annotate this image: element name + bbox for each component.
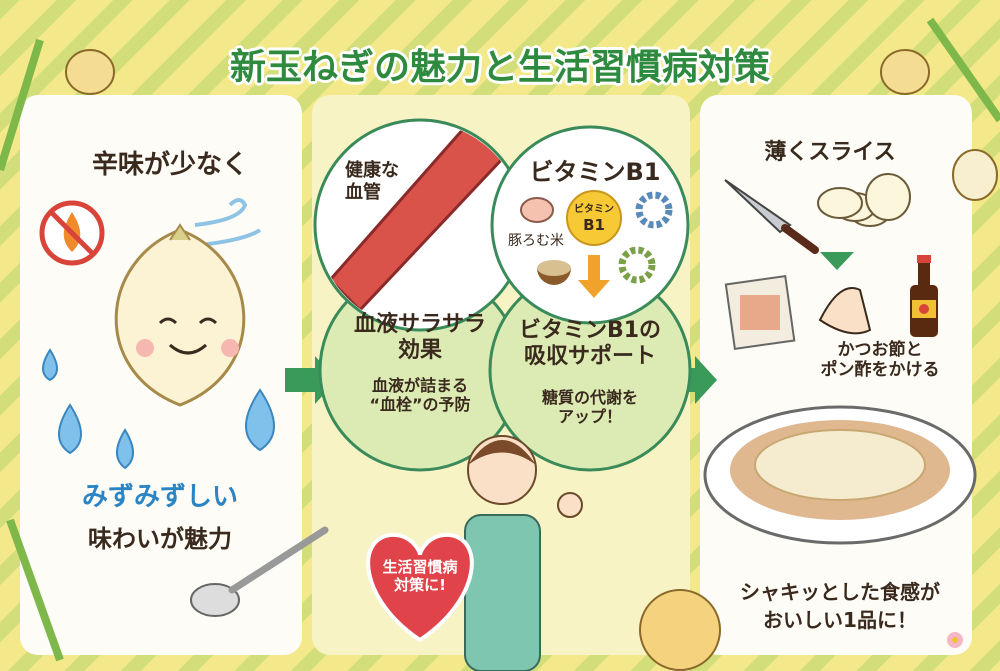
pig-icon <box>520 197 554 223</box>
knife-icon <box>724 179 819 254</box>
smiling-onion-icon <box>114 223 246 407</box>
absorb-desc: 糖質の代謝をアップ！ <box>541 388 638 427</box>
juicy-label: みずみずしい <box>81 482 238 512</box>
gear-icon <box>618 246 656 284</box>
spoon-icon <box>190 526 329 617</box>
absorb-title: ビタミンB1の吸収サポート <box>518 318 662 370</box>
onion-slices-icon <box>817 173 911 227</box>
woman-illustration <box>464 435 583 671</box>
heart-label: 生活習慣病対策に! <box>382 558 458 594</box>
onion-dish-icon <box>703 405 977 545</box>
green-onion-icon <box>0 38 44 172</box>
onion-icon <box>952 149 998 201</box>
arrow-down-icon <box>578 255 610 298</box>
flower-icon <box>947 632 963 648</box>
vitamin-heading: ビタミンB1 <box>529 158 661 186</box>
heart-icon <box>366 532 474 643</box>
arrow-down-icon <box>820 252 854 270</box>
onion-icon <box>880 49 930 95</box>
rice-bowl-icon <box>537 260 571 285</box>
charm-label: 味わいが魅力 <box>88 525 232 553</box>
green-onion-icon <box>6 518 64 662</box>
water-drop-icon <box>42 348 275 470</box>
blood-desc: 血液が詰まる“血栓”の予防 <box>369 376 471 415</box>
onion-icon <box>65 49 115 95</box>
vessel-label: 健康な血管 <box>345 160 399 203</box>
slice-label: 薄くスライス <box>764 140 896 165</box>
hands-icon <box>818 287 872 335</box>
page-title: 新玉ねぎの魅力と生活習慣病対策 <box>229 47 770 88</box>
blood-title: 血液サラサラ効果 <box>353 312 486 364</box>
onion-icon <box>639 589 721 671</box>
result-label: シャキッとした食感がおいしい1品に！ <box>740 580 940 632</box>
no-spicy-icon <box>39 200 105 266</box>
foods-label: 豚ろむ米 <box>508 233 564 249</box>
bonito-flakes-bag-icon <box>724 275 796 350</box>
left-heading: 辛味が少なく <box>91 150 248 180</box>
gear-icon <box>635 191 673 229</box>
wind-icon <box>194 198 262 247</box>
ponzu-bottle-icon <box>910 255 938 337</box>
green-onion-icon <box>926 17 1000 123</box>
vitamin-b1-badge <box>566 190 622 246</box>
topping-label: かつお節とポン酢をかける <box>820 340 940 381</box>
